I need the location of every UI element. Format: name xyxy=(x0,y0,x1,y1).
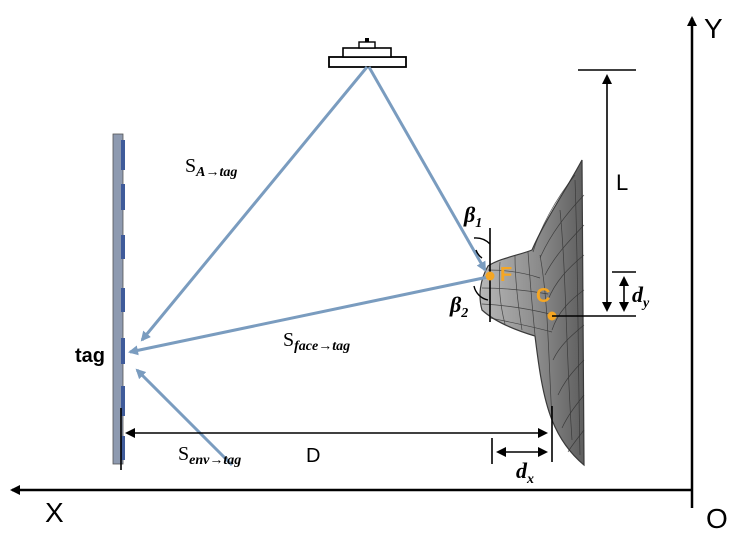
label-s-a-tag: SA→tag xyxy=(185,155,237,180)
label-dy: dy xyxy=(632,282,650,311)
label-s-env-tag: Senv→tag xyxy=(178,443,241,468)
label-l: L xyxy=(616,170,628,195)
ray-face-to-tag xyxy=(128,275,489,356)
beta1-arc xyxy=(473,237,491,245)
y-axis-label: Y xyxy=(704,13,723,44)
reader-antenna-icon xyxy=(328,38,407,68)
beta1-arc-lower xyxy=(475,249,483,259)
ray-env-to-tag xyxy=(135,368,234,467)
point-f xyxy=(485,271,495,281)
label-point-c: C xyxy=(536,285,550,307)
label-point-f: F xyxy=(500,264,512,286)
beta2-arc xyxy=(473,285,489,301)
head-mesh xyxy=(479,159,585,467)
ray-reader-to-tag xyxy=(140,66,369,342)
tag-label: tag xyxy=(75,345,105,367)
label-beta1: β1 xyxy=(463,202,482,231)
x-axis-label: X xyxy=(45,497,64,528)
label-s-face-tag: Sface→tag xyxy=(283,329,350,354)
label-dx: dx xyxy=(516,458,534,487)
origin-label: O xyxy=(706,503,728,534)
ray-reader-to-face xyxy=(367,66,487,272)
tag-wall xyxy=(112,133,125,465)
label-d: D xyxy=(306,445,320,467)
label-beta2: β2 xyxy=(449,292,468,321)
